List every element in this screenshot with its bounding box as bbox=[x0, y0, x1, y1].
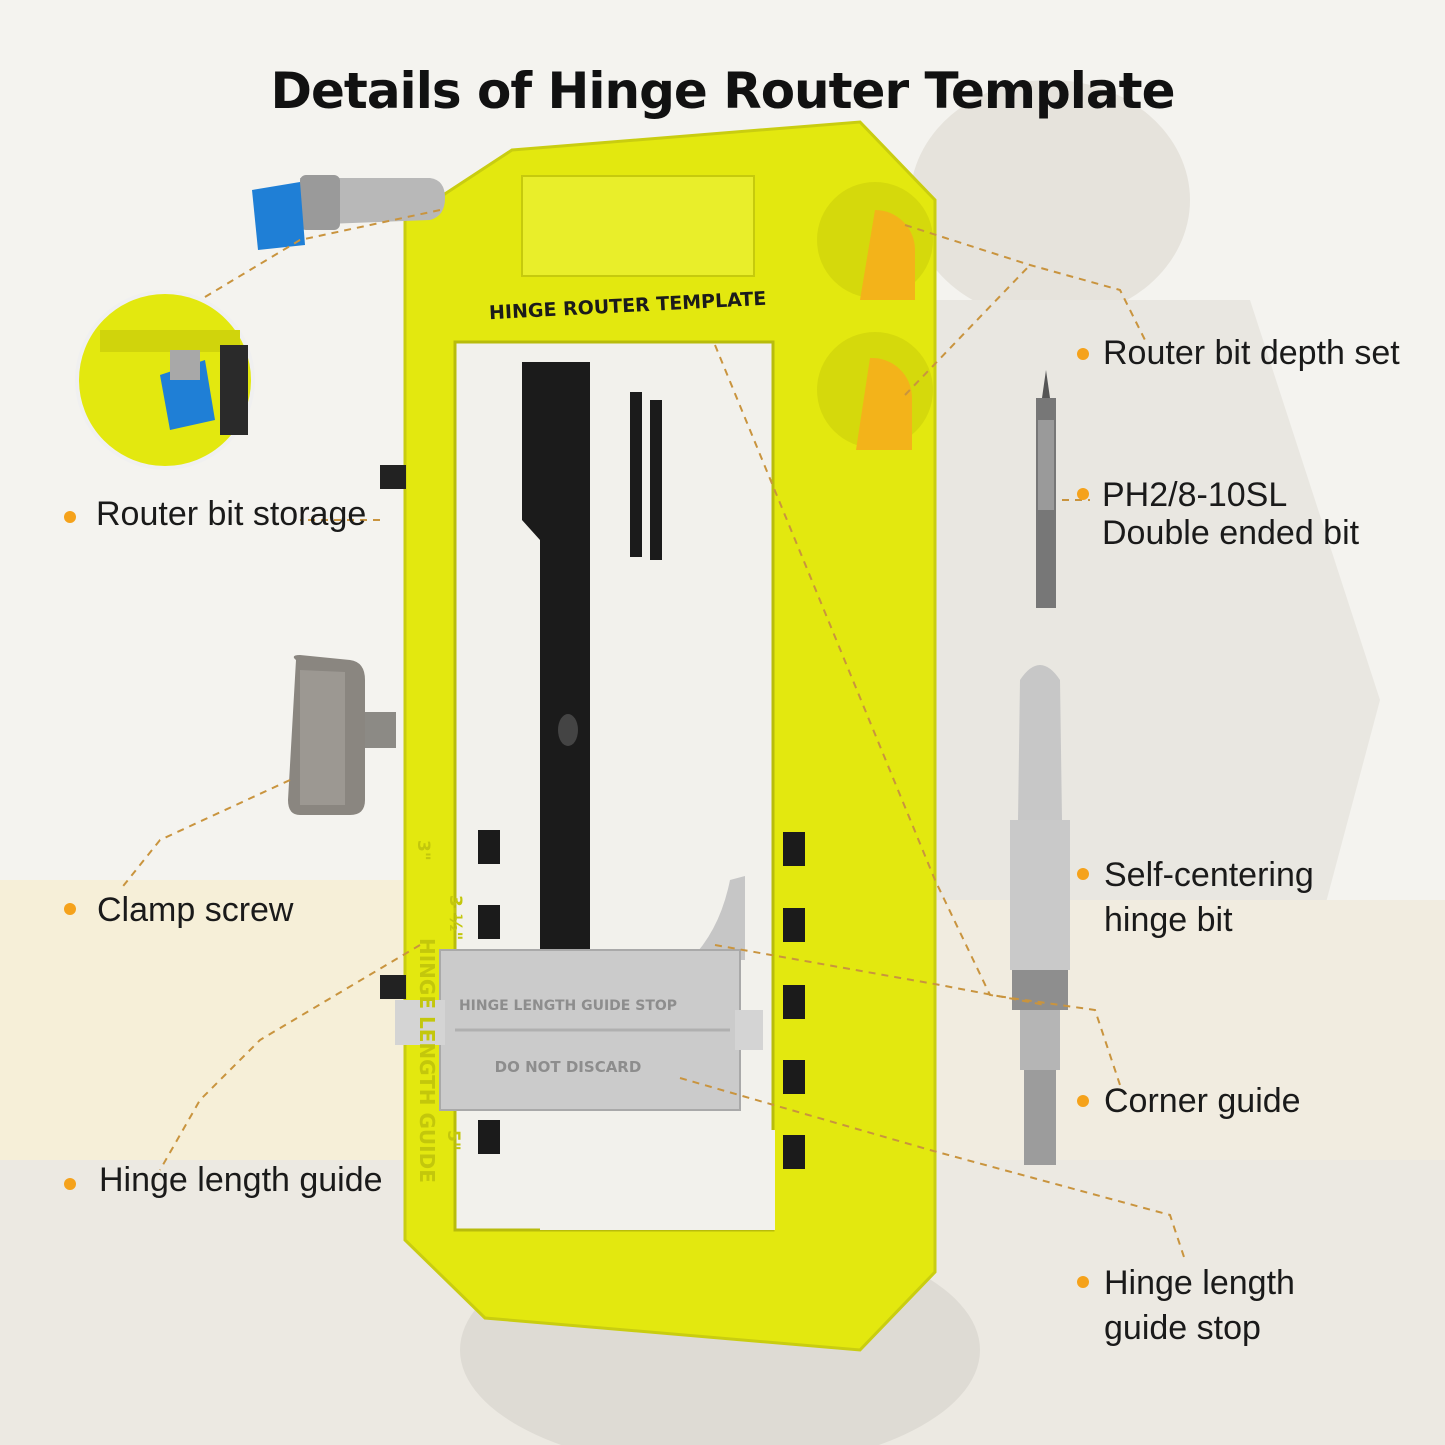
callout-dot bbox=[1077, 348, 1089, 360]
callout-dot bbox=[1077, 1095, 1089, 1107]
router-bit bbox=[252, 175, 445, 250]
callout-corner-guide: Corner guide bbox=[1104, 1082, 1301, 1120]
callout-self-centering-line1: Self-centering bbox=[1104, 856, 1314, 894]
callout-dot bbox=[64, 511, 76, 523]
clamp-screw-knob bbox=[288, 655, 396, 815]
callout-dot bbox=[64, 903, 76, 915]
callout-clamp-screw: Clamp screw bbox=[97, 891, 294, 929]
callout-self-centering-line2: hinge bit bbox=[1104, 901, 1233, 939]
depth-set-stop-lower bbox=[856, 357, 912, 450]
hinge-length-guide-stop bbox=[395, 876, 763, 1111]
callout-hinge-length-guide: Hinge length guide bbox=[99, 1161, 383, 1199]
callout-dot bbox=[1077, 868, 1089, 880]
size-mark-5: 5" bbox=[443, 1130, 463, 1151]
stop-label-line2: DO NOT DISCARD bbox=[495, 1058, 642, 1076]
callout-hinge-length-guide-stop-line1: Hinge length bbox=[1104, 1264, 1295, 1302]
callout-double-ended-bit-line2: Double ended bit bbox=[1102, 514, 1360, 552]
stop-label-line1: HINGE LENGTH GUIDE STOP bbox=[459, 998, 677, 1014]
router-bit-storage-zoom bbox=[75, 290, 255, 470]
callout-router-bit-depth-set: Router bit depth set bbox=[1103, 334, 1400, 372]
self-centering-hinge-bit bbox=[1010, 665, 1070, 1165]
size-mark-3-5: 3-½" bbox=[445, 895, 465, 940]
template-side-text: HINGE LENGTH GUIDE bbox=[415, 938, 439, 1183]
callout-dot bbox=[1077, 488, 1089, 500]
double-ended-bit bbox=[1036, 370, 1056, 608]
callout-router-bit-storage: Router bit storage bbox=[96, 495, 367, 533]
callout-dot bbox=[64, 1178, 76, 1190]
callout-hinge-length-guide-stop-line2: guide stop bbox=[1104, 1309, 1261, 1347]
depth-set-stop-upper bbox=[860, 210, 915, 300]
page-title: Details of Hinge Router Template bbox=[270, 61, 1176, 120]
size-mark-3: 3" bbox=[413, 840, 433, 861]
leader-lines bbox=[119, 209, 1186, 1261]
callout-dot bbox=[1077, 1276, 1089, 1288]
callout-double-ended-bit-line1: PH2/8-10SL bbox=[1102, 476, 1288, 514]
